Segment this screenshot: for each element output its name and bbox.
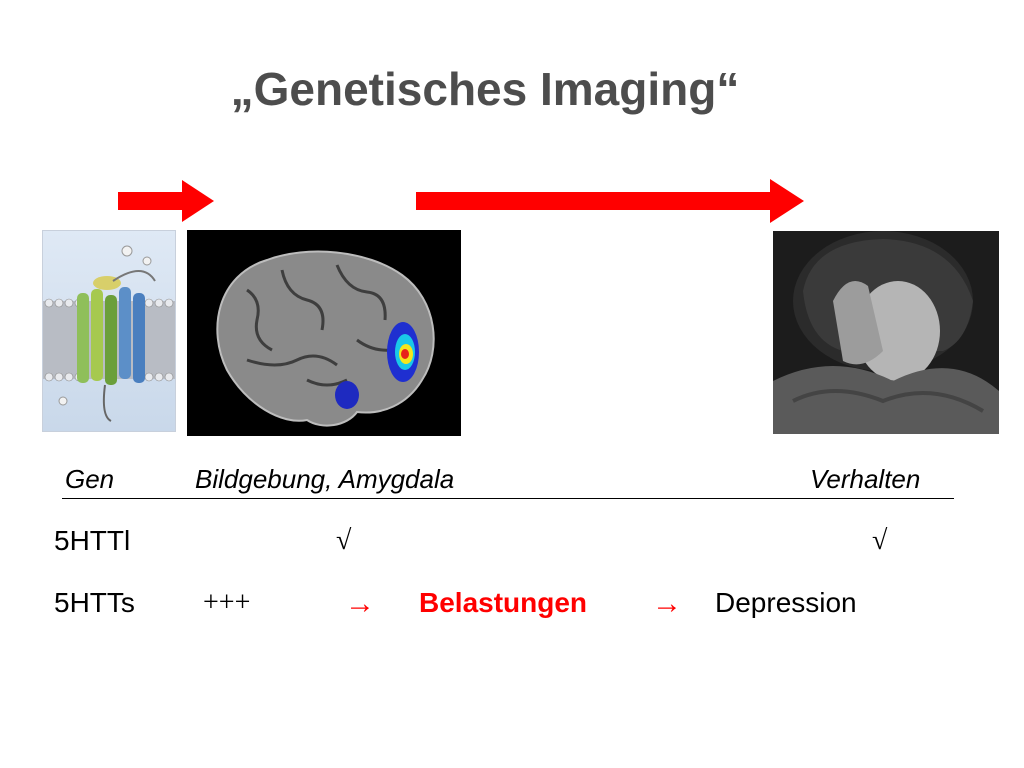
header-gen: Gen [65,464,115,494]
long-arrow-icon [416,179,804,223]
imaging-strength: +++ [203,587,251,618]
row-label: 5HTTl [54,525,131,556]
table-row: 5HTTl √ √ [0,525,1024,565]
arrow-right-icon: → [345,587,375,620]
row-label: 5HTTs [54,587,135,618]
brain-mri-image [187,230,461,436]
slide-title: „Genetisches Imaging“ [230,63,740,115]
table-row: 5HTTs +++ → Belastungen → Depression [0,587,1024,627]
behavior-check: √ [872,525,888,556]
imaging-check: √ [336,525,352,556]
header-behavior: Verhalten [810,464,921,494]
depressed-person-photo [773,231,999,434]
arrow-right-icon: → [652,587,682,620]
short-arrow-icon [118,180,214,222]
table-header-row: Gen Bildgebung, Amygdala Verhalten [62,464,954,499]
membrane-protein-image [42,230,176,432]
stress-label: Belastungen [419,587,588,618]
header-imaging: Bildgebung, Amygdala [195,464,455,494]
outcome-label: Depression [715,587,857,618]
